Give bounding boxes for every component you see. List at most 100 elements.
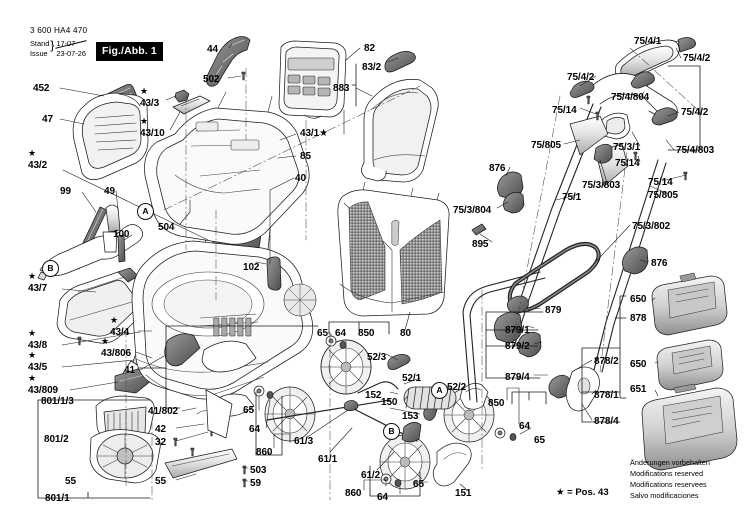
part-callout-102: 102 [243,262,260,273]
part-callout-75-1: 75/1 [562,192,582,203]
part-callout-41-802: 41/802 [148,406,178,417]
part-callout-879-4: 879/4 [505,372,530,383]
part-151 [432,442,472,487]
part-40-hood [361,79,439,183]
part-650-battery-b [656,339,724,391]
part-callout-878-1: 878/1 [594,390,619,401]
part-callout-65b: 65 [243,405,254,416]
header-brace: } [50,38,55,53]
part-callout-503: 503 [250,465,267,476]
part-callout-41: 41 [124,365,135,376]
part-callout-55: 55 [155,476,166,487]
star-marker-43-8: ★ [28,328,37,338]
part-callout-64d: 64 [519,421,530,432]
part-callout-43-8: 43/8 [28,340,48,351]
part-callout-801-1-3: 801/1/3 [41,396,74,407]
part-64-65-sets [253,335,517,487]
part-callout-860b: 860 [345,488,362,499]
part-callout-59: 59 [250,478,261,489]
part-75-4-handle [569,37,696,126]
part-47 [72,92,149,181]
part-callout-32: 32 [155,437,166,448]
part-83-2 [384,51,416,73]
part-callout-152: 152 [365,390,382,401]
part-callout-850b: 850 [488,398,505,409]
part-850-wheel-b [264,386,316,442]
part-callout-44: 44 [207,44,218,55]
part-callout-153: 153 [402,411,419,422]
part-callout-42: 42 [155,424,166,435]
note-fr: Modifications reservees [630,479,707,489]
part-callout-65d: 65 [534,435,545,446]
part-52-1 [357,381,399,394]
part-876-clamps [497,171,649,275]
part-callout-99: 99 [60,186,71,197]
part-41-group [164,333,257,488]
part-callout-82: 82 [364,43,375,54]
part-callout-43-7: 43/7 [28,283,48,294]
star-marker-43-3: ★ [140,86,149,96]
part-850-wheel-d [379,434,431,490]
part-153 [266,399,391,421]
part-callout-879: 879 [545,305,562,316]
part-callout-504: 504 [158,222,175,233]
part-callout-876a: 876 [489,163,506,174]
part-callout-43-1: 43/1★ [300,128,328,139]
part-callout-895: 895 [472,239,489,250]
star-marker-43-4: ★ [110,315,119,325]
part-callout-879-2: 879/2 [505,341,530,352]
part-callout-151: 151 [455,488,472,499]
part-895 [471,223,487,236]
star-marker-43-809: ★ [28,373,37,383]
part-callout-61-2: 61/2 [361,470,381,481]
note-de: Änderungen vorbehalten [630,458,710,467]
part-callout-52-1: 52/1 [402,373,422,384]
part-callout-49: 49 [104,186,115,197]
part-callout-75-14c: 75/14 [648,177,673,188]
part-651-charger [641,383,738,471]
part-43-7 [56,267,148,344]
part-callout-75-4-2b: 75/4/2 [567,72,595,83]
star-legend: ★ = Pos. 43 [556,487,609,498]
part-callout-502: 502 [203,74,220,85]
part-650-battery-a [651,272,728,336]
part-callout-452: 452 [33,83,50,94]
part-callout-75-805a: 75/805 [531,140,561,151]
part-callout-876b: 876 [651,258,668,269]
part-callout-64b: 64 [249,424,260,435]
part-callout-61-1: 61/1 [318,454,338,465]
part-lower-deck [131,240,317,400]
part-callout-850a: 850 [358,328,375,339]
part-callout-75-14b: 75/14 [615,158,640,169]
header-date-superseded: 17-07 [56,39,86,49]
part-callout-43-4: 43/4 [110,327,130,338]
part-callout-47: 47 [42,114,53,125]
part-callout-75-4-2c: 75/4/2 [681,107,709,118]
part-callout-75-805b: 75/805 [648,190,678,201]
part-callout-64a: 64 [335,328,346,339]
part-callout-100: 100 [113,229,130,240]
section-ref-a-ref-a-2: A [431,382,448,399]
part-callout-40: 40 [295,173,306,184]
part-75-3-802 [507,242,601,314]
part-callout-75-4-804: 75/4/804 [611,92,650,103]
star-marker-43-5: ★ [28,350,37,360]
part-lever-assembly [37,204,143,281]
note-es: Salvo modificaciones [630,490,699,500]
part-44 [206,36,251,87]
part-callout-83-2: 83/2 [362,62,382,73]
star-marker-43-2: ★ [28,148,37,158]
part-callout-75-4-803: 75/4/803 [676,145,715,156]
star-marker-43-806: ★ [101,336,110,346]
part-82-control-box [278,40,347,119]
part-callout-61-3: 61/3 [294,436,314,447]
star-marker-43-10: ★ [140,116,149,126]
part-callout-650a: 650 [630,294,647,305]
part-callout-801-2: 801/2 [44,434,69,445]
order-number: 3 600 HA4 470 [30,26,88,35]
header-label-issue: Issue [30,49,48,59]
modification-notes: Änderungen vorbehalten Modifications res… [630,458,710,502]
section-ref-b-ref-b-2: B [383,423,400,440]
